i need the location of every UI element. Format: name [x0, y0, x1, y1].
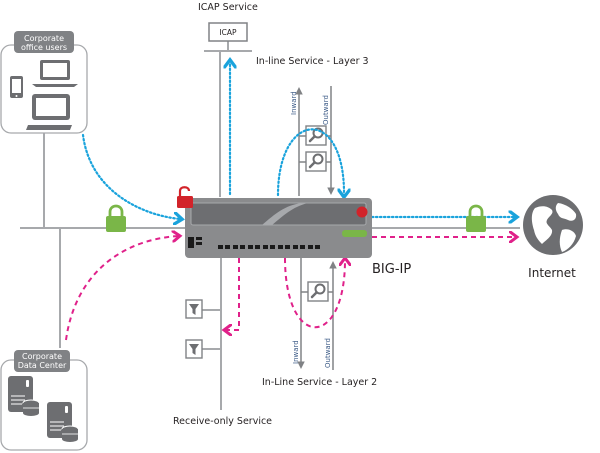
office-users-group[interactable]: Corporate office users — [0, 31, 88, 134]
office-users-tag-line2: office users — [21, 43, 67, 52]
receive-only-tap-1[interactable] — [185, 299, 203, 319]
filter-icon — [189, 344, 199, 355]
network-lines — [20, 40, 520, 410]
server-icon — [47, 402, 79, 442]
bigip-status-led — [356, 206, 368, 218]
datacenter-to-bigip-flow — [65, 236, 178, 341]
globe-icon[interactable] — [523, 195, 583, 255]
bigip-label: BIG-IP — [372, 262, 411, 277]
l3-outward-label: Outward — [322, 95, 330, 125]
blue-flows — [81, 62, 515, 219]
bigip-to-receive-only-flow — [226, 258, 240, 330]
l2-inward-label: Inward — [292, 340, 300, 364]
internet-label: Internet — [528, 266, 576, 280]
l2-outward-label: Outward — [324, 338, 332, 368]
datacenter-group[interactable]: Corporate Data Center — [0, 350, 88, 451]
server-icon — [8, 376, 40, 416]
bigip-green-indicator — [342, 230, 367, 237]
datacenter-tag — [14, 350, 70, 372]
inline-l3-label: In-line Service - Layer 3 — [256, 56, 369, 67]
inline-l3-lines — [295, 86, 335, 196]
magnifier-icon — [308, 153, 324, 169]
office-users-tag — [14, 31, 74, 53]
datacenter-tag-line2: Data Center — [18, 361, 67, 370]
lock-icon — [466, 204, 486, 232]
bigip-device[interactable] — [185, 198, 372, 258]
l2-loop-flow — [284, 258, 345, 329]
icap-service[interactable]: ICAP Service ICAP — [198, 2, 258, 42]
l3-inward-label: Inward — [290, 91, 298, 115]
receive-only-label: Receive-only Service — [173, 416, 272, 427]
office-to-bigip-flow — [81, 133, 180, 219]
icap-box-label: ICAP — [219, 28, 237, 37]
phone-icon — [10, 76, 23, 98]
laptop-icon — [32, 60, 78, 87]
icap-service-title: ICAP Service — [198, 2, 258, 13]
l2-inspection-device[interactable] — [307, 281, 329, 302]
l3-inspection-device-2[interactable] — [305, 151, 327, 172]
desktop-icon — [26, 94, 72, 130]
magenta-flows — [65, 236, 515, 341]
lock-icon — [106, 204, 126, 232]
icap-box — [208, 22, 248, 42]
inline-l2-label: In-Line Service - Layer 2 — [262, 377, 377, 388]
filter-icon — [189, 304, 199, 315]
datacenter-tag-line1: Corporate — [22, 352, 62, 361]
l3-loop-flow — [276, 128, 344, 195]
receive-only-tap-2[interactable] — [185, 339, 203, 359]
office-users-tag-line1: Corporate — [24, 34, 64, 43]
bigip-swoosh — [262, 203, 308, 225]
bigip-ports — [188, 237, 320, 249]
unlocked-icon — [177, 186, 193, 208]
magnifier-icon — [310, 283, 326, 299]
